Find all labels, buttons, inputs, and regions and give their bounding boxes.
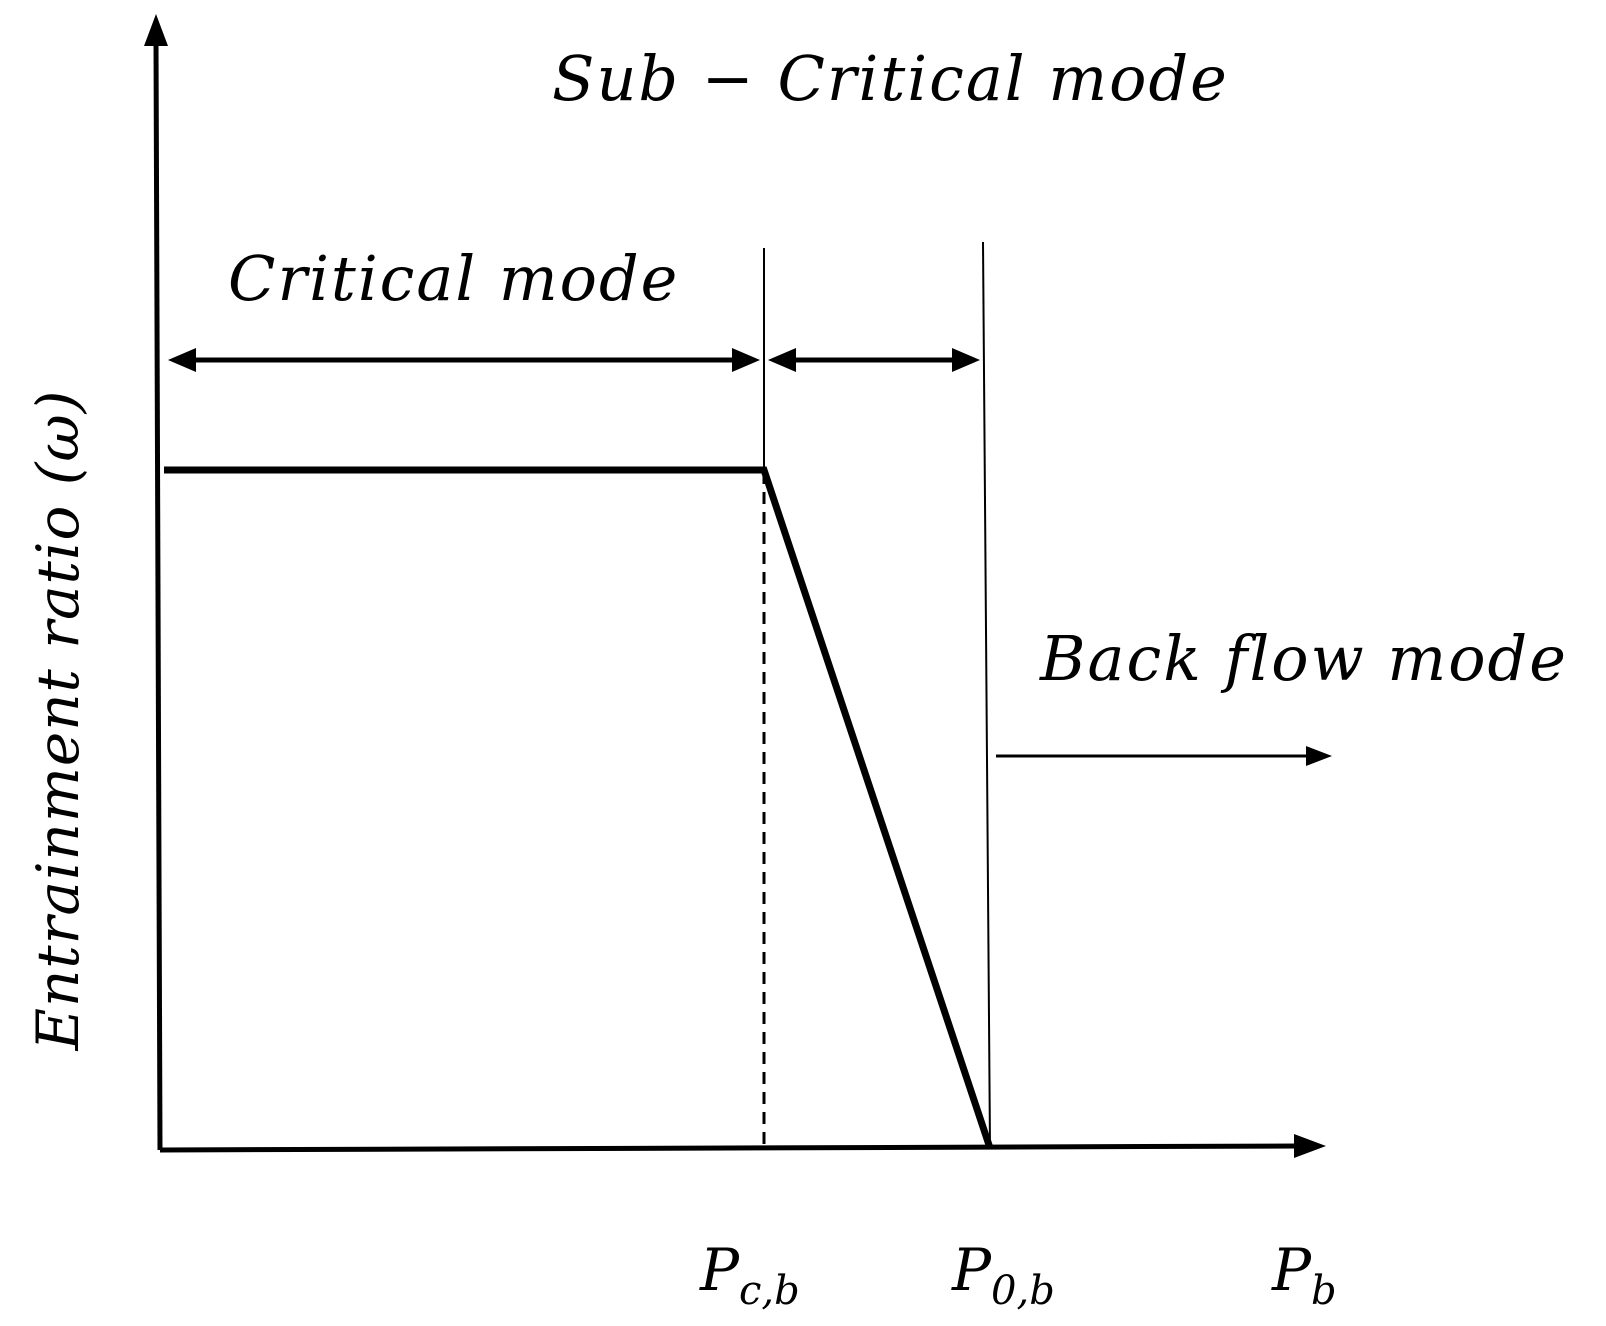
sub-critical-mode-label: Sub − Critical mode xyxy=(552,42,1229,115)
backflow-boundary-line xyxy=(982,241,991,1149)
back-flow-arrow xyxy=(996,746,1332,766)
tick-label-critical-pressure: Pc,b xyxy=(699,1236,800,1314)
critical-mode-label: Critical mode xyxy=(228,242,679,315)
tick-label-backflow-pressure: P0,b xyxy=(951,1236,1055,1314)
sub-critical-mode-double-arrow xyxy=(768,348,980,372)
y-axis-label: Entrainment ratio (ω) xyxy=(24,390,92,1052)
y-axis xyxy=(144,14,168,1151)
tick-label-back-pressure: Pb xyxy=(1271,1236,1337,1314)
back-flow-mode-label: Back flow mode xyxy=(1039,622,1568,695)
x-axis xyxy=(159,1134,1326,1158)
critical-mode-double-arrow xyxy=(168,348,760,372)
entrainment-ratio-curve xyxy=(164,466,994,1150)
